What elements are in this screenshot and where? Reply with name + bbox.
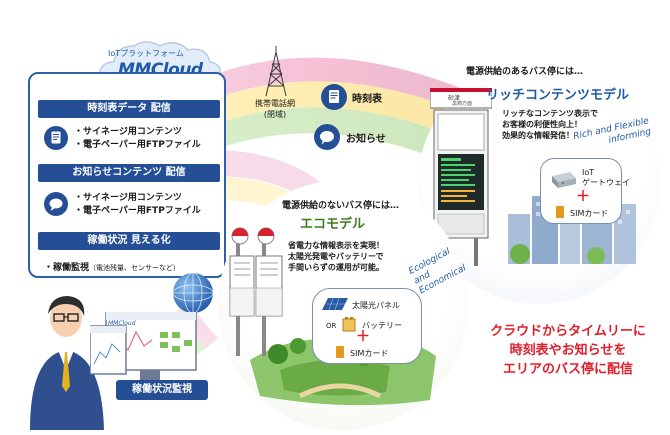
iot-gateway-icon bbox=[552, 172, 576, 188]
notice-arc-label: お知らせ bbox=[346, 134, 386, 145]
status-monitor-line: ・稼働監視（電池残量、センサーなど） bbox=[44, 260, 180, 273]
status-visualization-header: 稼働状況 見える化 bbox=[38, 232, 220, 250]
notice-bubble-icon bbox=[314, 124, 340, 150]
stop-sign-name: 砂津 bbox=[448, 95, 461, 102]
rich-heading: 電源供給のあるバス停には… bbox=[466, 67, 584, 77]
rich-description: リッチなコンテンツ表示で お客様の利便性向上！ 効果的な情報発信！ bbox=[502, 109, 598, 140]
timetable-delivery-header: 時刻表データ 配信 bbox=[38, 100, 220, 118]
plus-icon: ＋ bbox=[576, 189, 590, 205]
iot-gateway-callout bbox=[540, 158, 622, 224]
rich-model-title: リッチコンテンツモデル bbox=[486, 88, 630, 103]
status-monitoring-label: 稼働状況監視 bbox=[116, 380, 208, 400]
speech-bubble-icon bbox=[44, 192, 68, 216]
eco-description: 省電力な情報表示を実現！ 太陽光発電やバッテリーで 手間いらずの運用が可能。 bbox=[288, 241, 384, 272]
list-item: ・電子ペーパー用FTPファイル bbox=[74, 206, 201, 216]
sim-card-icon bbox=[556, 206, 564, 218]
battery-icon bbox=[342, 317, 356, 332]
globe-icon bbox=[172, 272, 214, 314]
list-item: ・電子ペーパー用FTPファイル bbox=[74, 140, 201, 150]
antenna-tower-icon bbox=[265, 46, 287, 97]
eco-model-title: エコモデル bbox=[300, 217, 366, 232]
or-label: OR bbox=[326, 322, 337, 330]
timetable-arc-label: 時刻表 bbox=[352, 94, 382, 105]
timetable-document-icon bbox=[321, 84, 347, 110]
timetable-item-list: ・サイネージ用コンテンツ ・電子ペーパー用FTPファイル bbox=[74, 126, 201, 152]
status-note: （電池残量、センサーなど） bbox=[89, 264, 181, 272]
city-buildings-image bbox=[508, 196, 636, 264]
document-icon bbox=[44, 126, 68, 150]
platform-subtitle: IoTプラットフォーム bbox=[108, 49, 184, 58]
rich-bus-stop-signage bbox=[430, 88, 492, 266]
eco-sim-label: SIMカード bbox=[350, 349, 389, 358]
delivery-message: クラウドからタイムリーに 時刻表やお知らせを エリアのバス停に配信 bbox=[490, 324, 646, 377]
screen-brand-label: MMCloud bbox=[108, 320, 136, 327]
list-item: ・サイネージ用コンテンツ bbox=[74, 193, 182, 203]
plus-icon: ＋ bbox=[356, 329, 370, 345]
list-item: ・サイネージ用コンテンツ bbox=[74, 127, 182, 137]
cloud-service-panel: 時刻表データ 配信 ・サイネージ用コンテンツ ・電子ペーパー用FTPファイル お… bbox=[28, 72, 226, 278]
monitoring-screens-image bbox=[90, 312, 197, 380]
notice-item-list: ・サイネージ用コンテンツ ・電子ペーパー用FTPファイル bbox=[74, 192, 201, 218]
notice-delivery-header: お知らせコンテンツ 配信 bbox=[38, 164, 220, 182]
sim-card-icon bbox=[336, 346, 344, 358]
rich-sim-label: SIMカード bbox=[570, 209, 609, 218]
solar-panel-label: 太陽光パネル bbox=[352, 301, 400, 310]
battery-label: バッテリー bbox=[362, 321, 402, 330]
stop-sign-direction: 黒崎方面 bbox=[452, 101, 473, 107]
operator-person-image bbox=[30, 296, 104, 430]
eco-bus-stop-signage bbox=[229, 227, 283, 356]
solar-panel-icon bbox=[322, 297, 348, 311]
eco-heading: 電源供給のないバス停には… bbox=[282, 201, 400, 211]
mobile-network-label: 携帯電話網 (閉域) bbox=[255, 99, 295, 119]
status-main: ・稼働監視 bbox=[44, 263, 90, 273]
gateway-label: IoT ゲートウェイ bbox=[582, 168, 630, 187]
